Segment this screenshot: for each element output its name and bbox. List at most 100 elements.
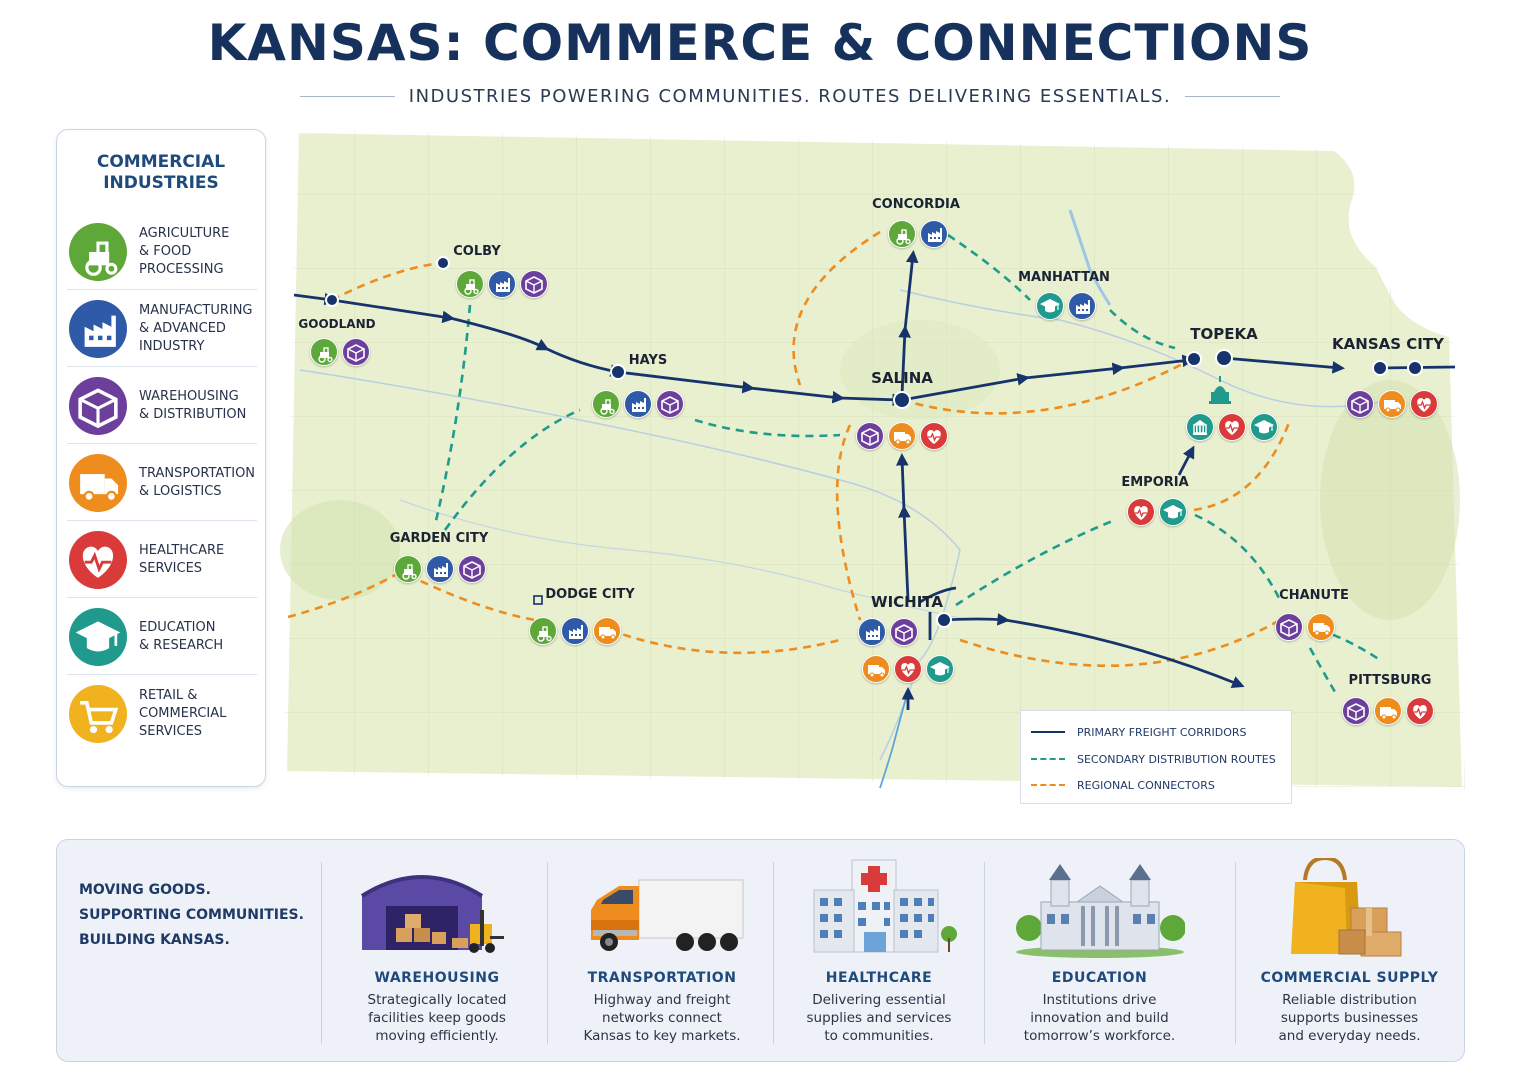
city-industry-badge-transportation bbox=[1307, 613, 1335, 641]
city-label-kansas-city: KANSAS CITY bbox=[1332, 335, 1444, 353]
industry-legend-text: RETAIL & COMMERCIAL SERVICES bbox=[139, 688, 227, 739]
city-industry-badge-manufacturing bbox=[488, 270, 516, 298]
city-industry-badge-warehousing bbox=[520, 270, 548, 298]
city-industry-badge-manufacturing bbox=[561, 617, 589, 645]
card-title: COMMERCIAL SUPPLY bbox=[1260, 970, 1439, 986]
subtitle-rule-left bbox=[300, 95, 395, 97]
city-industry-badge-warehousing bbox=[1275, 613, 1303, 641]
map-canvas bbox=[280, 126, 1469, 794]
city-label-manhattan: MANHATTAN bbox=[1018, 270, 1110, 285]
route-legend-regional: REGIONAL CONNECTORS bbox=[1031, 775, 1215, 795]
river bbox=[399, 499, 971, 621]
route-legend-regional-label: REGIONAL CONNECTORS bbox=[1077, 778, 1215, 792]
card-desc: Institutions drive innovation and build … bbox=[1023, 992, 1176, 1044]
river bbox=[299, 369, 961, 761]
city-label-dodge-city: DODGE CITY bbox=[545, 587, 635, 602]
wichita-river bbox=[879, 689, 909, 789]
capitol-icon bbox=[1209, 376, 1231, 404]
city-label-pittsburg: PITTSBURG bbox=[1348, 673, 1432, 688]
box-icon bbox=[69, 377, 127, 435]
city-industry-badge-warehousing bbox=[458, 555, 486, 583]
industry-legend-item-warehousing: WAREHOUSING & DISTRIBUTION bbox=[67, 368, 257, 444]
city-label-goodland: GOODLAND bbox=[298, 317, 376, 331]
industry-legend-item-agriculture: AGRICULTURE & FOOD PROCESSING bbox=[67, 214, 257, 290]
city-industry-badge-transportation bbox=[1378, 390, 1406, 418]
city-industry-badge-healthcare bbox=[1410, 390, 1438, 418]
city-industry-badge-agriculture bbox=[529, 617, 557, 645]
truck-icon bbox=[69, 454, 127, 512]
city-label-colby: COLBY bbox=[453, 244, 501, 259]
industries-legend-title: COMMERCIAL INDUSTRIES bbox=[96, 152, 226, 193]
industry-legend-label: HEALTHCARE SERVICES bbox=[139, 522, 259, 598]
industries-legend-panel: COMMERCIAL INDUSTRIES AGRICULTURE & FOOD… bbox=[56, 129, 266, 787]
divider bbox=[321, 862, 322, 1044]
city-industry-badge-transportation bbox=[862, 655, 890, 683]
city-industry-badge-healthcare bbox=[920, 422, 948, 450]
industry-legend-label: AGRICULTURE & FOOD PROCESSING bbox=[139, 214, 259, 290]
city-industry-badge-healthcare bbox=[1218, 413, 1246, 441]
card-title: TRANSPORTATION bbox=[587, 970, 737, 986]
reservoir bbox=[1068, 209, 1112, 306]
divider bbox=[547, 862, 548, 1044]
subtitle-row: INDUSTRIES POWERING COMMUNITIES. ROUTES … bbox=[300, 84, 1280, 108]
city-industry-badge-warehousing bbox=[890, 618, 918, 646]
regional-connectors bbox=[287, 230, 1292, 668]
tagline: MOVING GOODS. SUPPORTING COMMUNITIES. BU… bbox=[79, 882, 304, 948]
river bbox=[899, 289, 1391, 408]
card-desc: Strategically located facilities keep go… bbox=[367, 992, 507, 1044]
card-desc: Delivering essential supplies and servic… bbox=[806, 992, 952, 1044]
city-label-chanute: CHANUTE bbox=[1279, 588, 1349, 603]
factory-icon bbox=[69, 300, 127, 358]
industry-legend-text: WAREHOUSING & DISTRIBUTION bbox=[139, 389, 247, 422]
city-industry-badge-education bbox=[1250, 413, 1278, 441]
kansas-map: GOODLAND COLBY HAYS CONCORDIA MANHATTAN … bbox=[280, 120, 1475, 810]
industry-legend-label: MANUFACTURING & ADVANCED INDUSTRY bbox=[139, 291, 259, 367]
card-title: EDUCATION bbox=[1051, 970, 1148, 986]
city-industry-badge-transportation bbox=[593, 617, 621, 645]
city-industry-badge-agriculture bbox=[888, 220, 916, 248]
tractor-icon bbox=[69, 223, 127, 281]
city-industry-badge-warehousing bbox=[656, 390, 684, 418]
city-industry-badge-transportation bbox=[1374, 697, 1402, 725]
shopping-cart-icon bbox=[69, 685, 127, 743]
city-industry-badge-agriculture bbox=[592, 390, 620, 418]
industry-legend-item-manufacturing: MANUFACTURING & ADVANCED INDUSTRY bbox=[67, 291, 257, 367]
city-industry-badge-warehousing bbox=[1346, 390, 1374, 418]
city-industry-badge-warehousing bbox=[342, 338, 370, 366]
city-industry-badge-agriculture bbox=[456, 270, 484, 298]
city-industry-badge-healthcare bbox=[894, 655, 922, 683]
city-label-garden-city: GARDEN CITY bbox=[389, 531, 489, 546]
hospital-icon bbox=[794, 858, 964, 958]
city-industry-badge-manufacturing bbox=[1068, 292, 1096, 320]
industry-legend-label: EDUCATION & RESEARCH bbox=[139, 599, 259, 675]
card-healthcare: HEALTHCARE Delivering essential supplies… bbox=[784, 858, 974, 1058]
card-education: EDUCATION Institutions drive innovation … bbox=[997, 858, 1202, 1058]
city-label-hays: HAYS bbox=[628, 353, 668, 368]
city-label-concordia: CONCORDIA bbox=[872, 197, 960, 212]
city-industry-badge-agriculture bbox=[310, 338, 338, 366]
secondary-line-swatch bbox=[1031, 758, 1065, 760]
divider bbox=[773, 862, 774, 1044]
city-label-wichita: WICHITA bbox=[871, 593, 943, 611]
card-desc: Reliable distribution supports businesse… bbox=[1278, 992, 1421, 1044]
secondary-routes bbox=[433, 233, 1381, 693]
city-label-salina: SALINA bbox=[871, 369, 933, 387]
card-commercial-supply: COMMERCIAL SUPPLY Reliable distribution … bbox=[1247, 858, 1452, 1058]
regional-line-swatch bbox=[1031, 784, 1065, 786]
industry-legend-text: MANUFACTURING & ADVANCED INDUSTRY bbox=[139, 303, 253, 354]
graduation-cap-icon bbox=[69, 608, 127, 666]
heart-pulse-icon bbox=[69, 531, 127, 589]
city-industry-badge-education bbox=[1159, 498, 1187, 526]
warehouse-forklift-icon bbox=[352, 858, 522, 958]
subtitle-rule-right bbox=[1185, 95, 1280, 97]
city-industry-badge-manufacturing bbox=[858, 618, 886, 646]
city-industry-badge-healthcare bbox=[1406, 697, 1434, 725]
industry-legend-item-transportation: TRANSPORTATION & LOGISTICS bbox=[67, 445, 257, 521]
shopping-bag-boxes-icon bbox=[1265, 858, 1435, 958]
city-label-emporia: EMPORIA bbox=[1121, 475, 1189, 490]
primary-line-swatch bbox=[1031, 731, 1065, 733]
route-legend: PRIMARY FREIGHT CORRIDORS SECONDARY DIST… bbox=[1020, 710, 1292, 804]
city-industry-badge-healthcare bbox=[1127, 498, 1155, 526]
industry-legend-text: HEALTHCARE SERVICES bbox=[139, 543, 225, 576]
card-transportation: TRANSPORTATION Highway and freight netwo… bbox=[562, 858, 762, 1058]
